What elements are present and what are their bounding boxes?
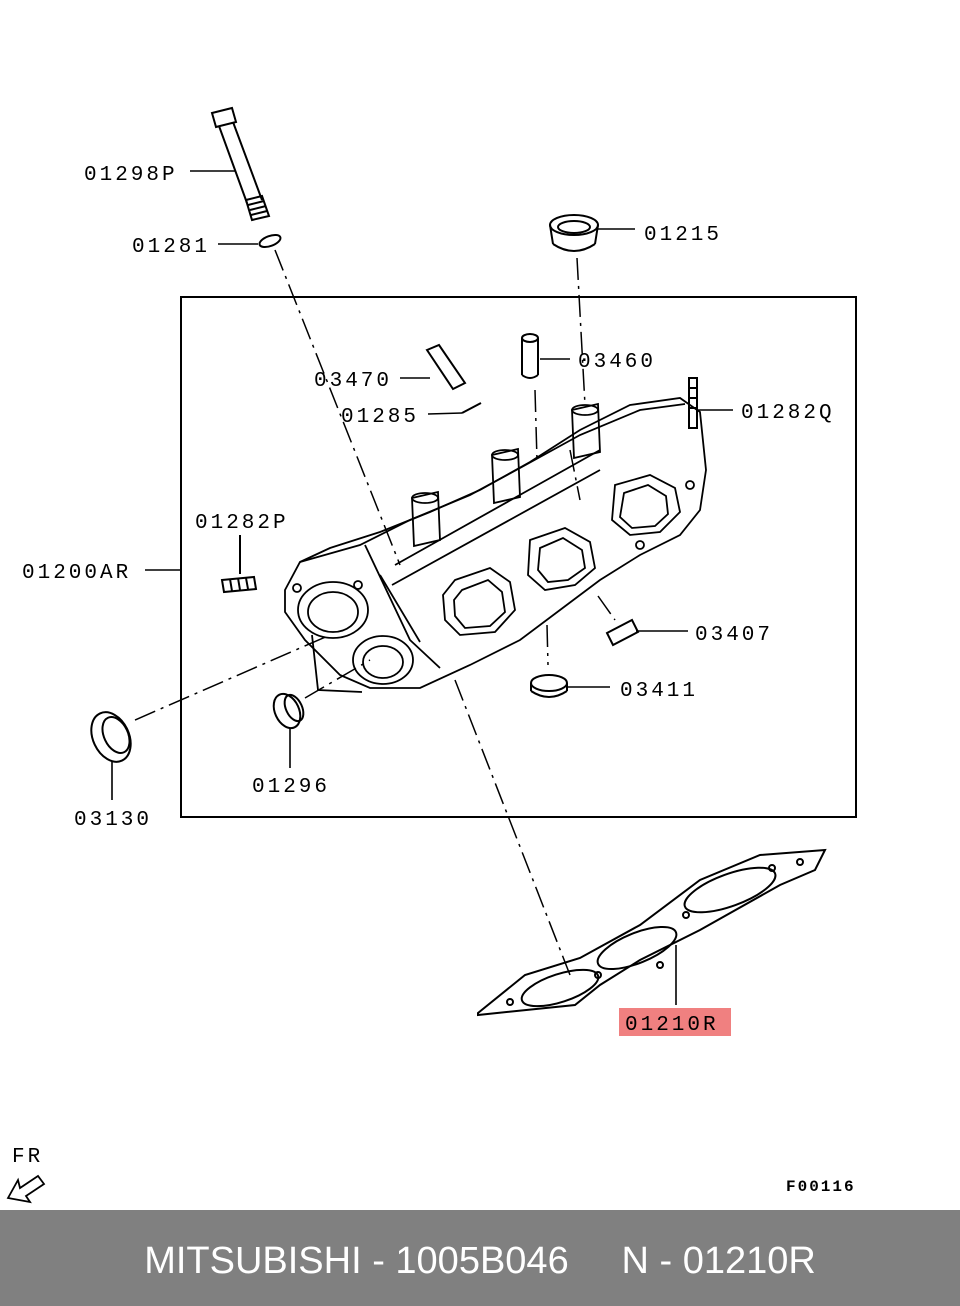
label-01282p: 01282P: [195, 512, 289, 535]
label-03470: 03470: [314, 370, 392, 393]
footer-text: MITSUBISHI - 1005B046 N - 01210R: [144, 1240, 816, 1282]
fr-arrow-icon: [6, 1174, 46, 1204]
parts-diagram: 01298P 01281 01215 03460 03470 01285 012…: [6, 106, 857, 1204]
highlight-01210r: [619, 1008, 731, 1036]
seal-03407: [605, 618, 640, 647]
figure-code: F00116: [786, 1178, 856, 1196]
oil-seal-03130: [90, 711, 132, 763]
seal-01215: [549, 214, 599, 252]
label-01200ar: 01200AR: [22, 562, 131, 585]
cylinder-head: [284, 397, 707, 693]
pin-03470: [425, 343, 467, 391]
pin-01285: [461, 402, 482, 414]
label-01298p: 01298P: [84, 164, 178, 187]
footer-bar: MITSUBISHI - 1005B046 N - 01210R: [0, 1210, 960, 1306]
label-03411: 03411: [620, 680, 698, 703]
dowel-03460: [521, 333, 539, 379]
retainer-03411: [530, 674, 568, 698]
label-03130: 03130: [74, 809, 152, 832]
head-gasket-01210r: [477, 848, 827, 1017]
leader-lines: [111, 170, 733, 1005]
label-01281: 01281: [132, 236, 210, 259]
washer-01281: [258, 233, 282, 249]
label-03407: 03407: [695, 624, 773, 647]
assembly-box: [180, 296, 857, 818]
stud-01282q: [688, 377, 698, 429]
assembly-lines: [134, 249, 616, 976]
bolt-01298p: [210, 106, 271, 222]
label-01215: 01215: [644, 224, 722, 247]
fr-label: FR: [12, 1146, 43, 1169]
label-01296: 01296: [252, 776, 330, 799]
label-01285: 01285: [341, 406, 419, 429]
seal-01296: [272, 692, 305, 730]
label-01210r: 01210R: [625, 1014, 719, 1037]
label-01282q: 01282Q: [741, 402, 835, 425]
stud-01282p: [220, 535, 258, 594]
label-03460: 03460: [578, 351, 656, 374]
